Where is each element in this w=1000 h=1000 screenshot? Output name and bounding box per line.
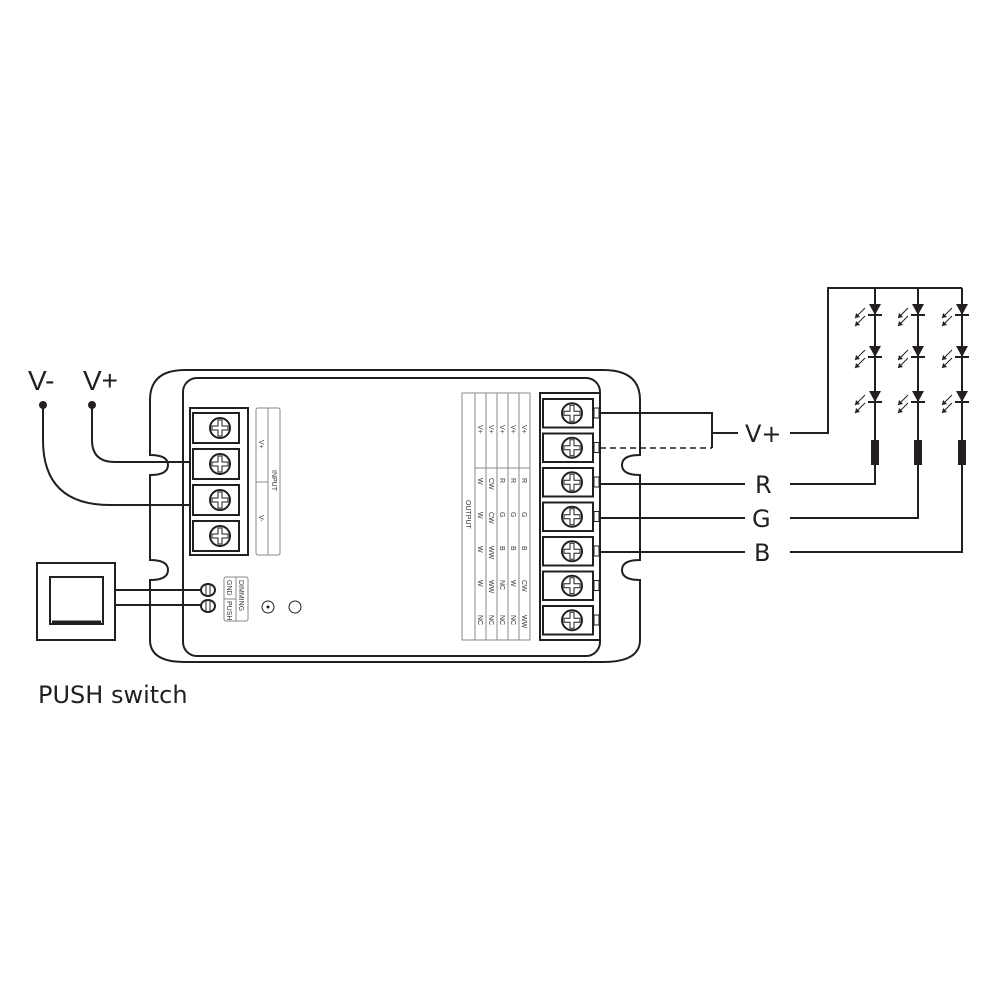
output-table-cell: CW [520, 580, 527, 592]
output-table-cell: V+ [487, 425, 494, 434]
output-table-cell: NC [509, 615, 516, 625]
screw-icon [561, 574, 583, 597]
led-diode-icon [854, 391, 882, 414]
output-table-cell: V+ [509, 425, 516, 434]
input-title: INPUT [270, 470, 277, 492]
output-table-cell: G [520, 512, 527, 517]
resistor-icon [871, 440, 879, 465]
screw-terminal [542, 536, 594, 567]
push-switch-label: PUSH switch [38, 681, 188, 709]
screw-icon [209, 489, 231, 511]
output-r-label: R [755, 471, 772, 499]
output-table-cell: W [476, 512, 483, 519]
output-table-cell: WW [487, 580, 494, 594]
screw-icon [561, 436, 583, 459]
screw-terminal [542, 432, 594, 463]
output-g-label: G [752, 505, 771, 533]
input-vplus-label: V+ [257, 440, 264, 449]
led-diode-icon [941, 391, 969, 414]
output-wiring: V+ R G B [600, 287, 963, 567]
output-table-cell: NC [498, 580, 505, 590]
output-table-cell: W [476, 478, 483, 485]
output-table-cell: NC [487, 615, 494, 625]
led-strings [854, 288, 969, 465]
led-diode-icon [897, 391, 925, 414]
resistor-icon [958, 440, 966, 465]
output-table-cell: R [509, 478, 516, 483]
screw-terminal [542, 398, 594, 429]
output-b-label: B [754, 539, 770, 567]
output-terminal-block [539, 392, 601, 641]
screw-icon [561, 505, 583, 528]
output-table-cell: B [509, 546, 516, 551]
output-vplus-label: V+ [745, 420, 782, 448]
dimming-title: DIMMING [237, 580, 244, 611]
push-switch: PUSH switch [36, 562, 201, 709]
output-table-cell: V+ [476, 425, 483, 434]
screw-icon [561, 540, 583, 563]
button-hole-icon [288, 600, 302, 614]
output-table-cell: B [520, 546, 527, 551]
output-table-cell: G [498, 512, 505, 517]
led-diode-icon [941, 346, 969, 369]
screw-icon [209, 417, 231, 439]
output-table-cell: R [498, 478, 505, 483]
led-diode-icon [941, 304, 969, 327]
output-table-cell: WW [520, 615, 527, 629]
v-plus-label: V+ [83, 365, 118, 396]
output-table-cell: CW [487, 478, 494, 490]
output-table: OUTPUT V+WWWWNCV+CWCWWWWWNCV+RGBNCNCV+RG… [461, 392, 531, 641]
input-terminal-block: INPUT V+ V- [189, 407, 281, 556]
led-diode-icon [854, 346, 882, 369]
dimming-terminals: DIMMING GND PUSH [200, 576, 302, 622]
screw-terminal [542, 467, 594, 498]
screw-terminal [542, 501, 594, 532]
output-table-cell: V+ [498, 425, 505, 434]
output-table-cell: W [509, 580, 516, 587]
led-string [854, 288, 882, 465]
screw-icon [561, 471, 583, 494]
output-title: OUTPUT [464, 500, 471, 530]
led-diode-icon [897, 346, 925, 369]
screw-terminal [192, 448, 240, 480]
screw-terminal [542, 605, 594, 636]
led-diode-icon [897, 304, 925, 327]
output-table-cell: WW [487, 546, 494, 560]
output-table-cell: CW [487, 512, 494, 524]
screw-terminal [542, 570, 594, 601]
resistor-icon [914, 440, 922, 465]
output-table-cell: W [476, 546, 483, 553]
screw-icon [561, 609, 583, 632]
led-string [897, 288, 925, 465]
output-table-cell: V+ [520, 425, 527, 434]
output-table-cell: B [498, 546, 505, 551]
screw-icon [209, 453, 231, 475]
screw-terminal [192, 484, 240, 516]
output-table-cell: R [520, 478, 527, 483]
output-table-cell: G [509, 512, 516, 517]
output-table-cell: W [476, 580, 483, 587]
dimming-gnd-label: GND [225, 580, 232, 596]
input-wiring: V- V+ [28, 365, 190, 506]
input-vminus-label: V- [257, 515, 264, 522]
dimming-push-label: PUSH [225, 601, 232, 620]
screw-terminal [192, 412, 240, 444]
output-table-cell: NC [498, 615, 505, 625]
led-indicator-icon [261, 600, 275, 614]
screw-icon [561, 402, 583, 425]
output-table-cell: NC [476, 615, 483, 625]
led-string [941, 288, 969, 465]
screw-icon [209, 525, 231, 547]
v-minus-label: V- [28, 365, 54, 396]
screw-terminal [192, 520, 240, 552]
led-diode-icon [854, 304, 882, 327]
